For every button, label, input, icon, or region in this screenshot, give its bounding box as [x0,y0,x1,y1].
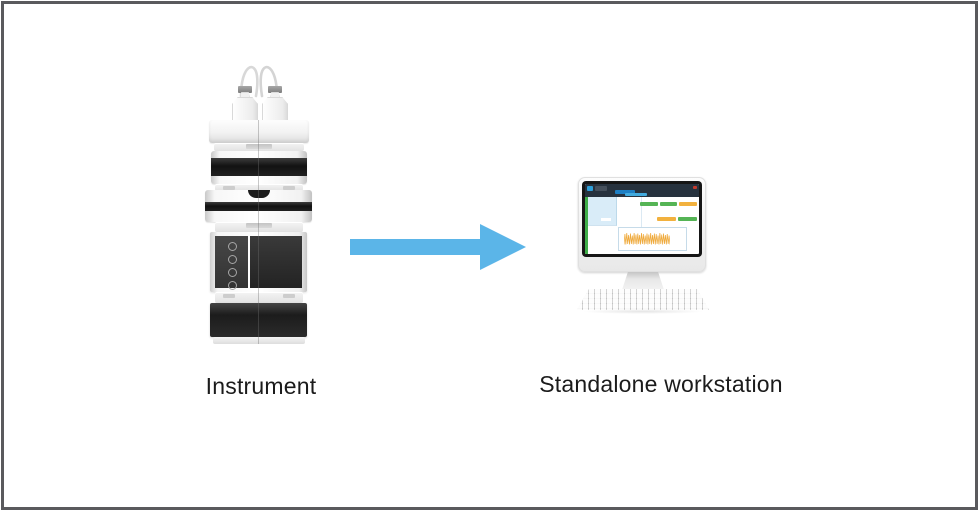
autosampler-module [205,190,312,222]
standalone-workstation [576,176,712,316]
drawer-ring-icon [228,255,237,264]
pump-module [211,151,307,184]
solvent-bottle-left [232,86,258,122]
drawer-ring-icon [228,242,237,251]
module-shelf [215,222,303,232]
monitor-bezel [582,181,702,257]
toolbar-button [625,193,647,196]
detector-module [210,303,307,337]
status-stripe [585,197,588,254]
bottle-cap-icon [268,86,282,93]
monitor-screen [585,184,699,254]
shelf-handle [246,223,272,228]
module-shelf [215,292,303,303]
toolbar-button [615,190,635,194]
status-bars-row [640,202,698,206]
panel-divider [641,197,642,227]
shelf-tab [223,186,235,190]
solvent-bottle-right [262,86,288,122]
shelf-handle [246,144,272,149]
screen-titlebar [585,184,699,197]
drawer-ring-icon [228,281,237,290]
keyboard-shadow [582,309,704,314]
module-shelf [214,143,304,151]
window-tab [595,186,607,191]
bottle-body [262,97,288,122]
column-drawer-panel [215,236,248,290]
bottle-body [232,97,258,122]
drawer-ring-icon [228,268,237,277]
bottle-neck [270,92,280,98]
instrument-base [213,337,305,344]
bottle-cap-icon [238,86,252,93]
monitor-stand [622,272,664,290]
shelf-tab [283,186,295,190]
chromatogram-waveform-icon [624,232,670,245]
pump-front-panel [211,158,307,176]
instrument-label: Instrument [205,373,317,399]
chromatogram-panel [618,227,687,251]
status-bar-green [678,217,697,221]
autosampler-stripe [205,202,312,211]
status-bar-green [659,202,678,206]
workstation-label: Standalone workstation [539,371,783,397]
solvent-tray [209,120,309,143]
solvent-tubes-icon [239,65,279,98]
app-icon [587,186,593,191]
close-icon [693,186,697,189]
autosampler-notch [247,190,270,198]
monitor [578,177,706,272]
flow-arrow-icon [350,224,526,270]
bottle-neck [240,92,250,98]
status-bars-row [657,217,697,221]
keyboard [577,289,709,310]
sidebar-button [601,218,611,221]
shelf-tab [223,294,235,298]
status-bar-orange [657,217,676,221]
module-shelf [215,184,303,191]
screen-sidebar [588,197,617,226]
shelf-tab [283,294,295,298]
column-compartment-module [210,232,307,292]
column-front-panel [250,236,302,288]
hplc-instrument [205,56,313,348]
status-bar-green [640,202,658,206]
stack-seam [258,120,259,344]
status-bar-orange [679,202,698,206]
